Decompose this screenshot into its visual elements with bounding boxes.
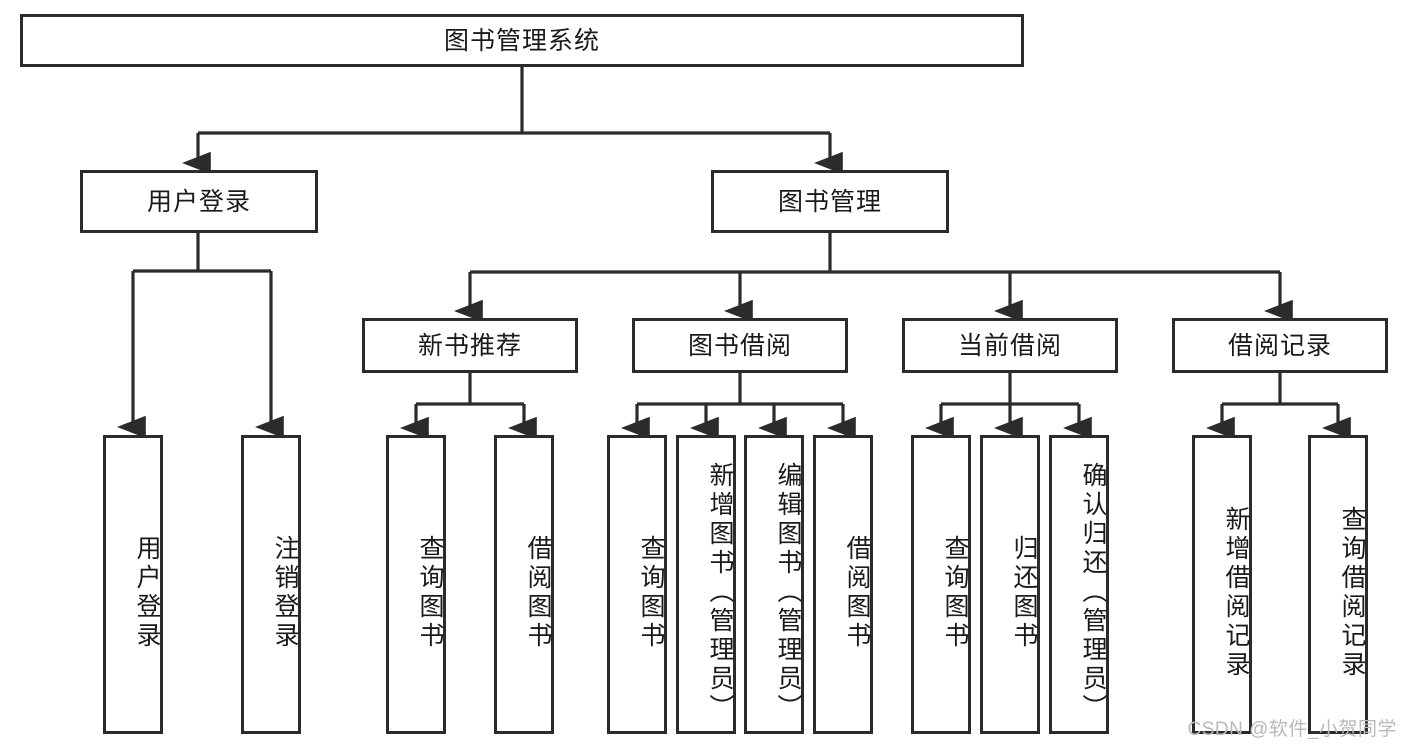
node-leaf-add-book-admin[interactable]: 新增图书（管理员） — [676, 435, 736, 734]
node-label: 查询借阅记录 — [1338, 505, 1366, 680]
node-label: 新增借阅记录 — [1222, 505, 1250, 680]
node-label: 查询图书 — [637, 534, 665, 651]
node-leaf-query-book-recommend[interactable]: 查询图书 — [386, 435, 446, 734]
node-leaf-logout[interactable]: 注销登录 — [241, 435, 301, 734]
node-label: 当前借阅 — [957, 331, 1062, 360]
node-label: 确认归还（管理员） — [1079, 462, 1107, 723]
node-leaf-edit-book-admin[interactable]: 编辑图书（管理员） — [744, 435, 804, 734]
node-book-management[interactable]: 图书管理 — [711, 170, 949, 233]
node-leaf-borrow-book-recommend[interactable]: 借阅图书 — [494, 435, 554, 734]
node-leaf-query-borrow-record[interactable]: 查询借阅记录 — [1308, 435, 1368, 734]
node-leaf-query-book-current[interactable]: 查询图书 — [911, 435, 971, 734]
node-new-book-recommendation[interactable]: 新书推荐 — [362, 318, 578, 373]
node-label: 借阅记录 — [1227, 331, 1332, 360]
node-label: 注销登录 — [271, 534, 299, 651]
node-label: 借阅图书 — [524, 534, 552, 651]
node-user-login[interactable]: 用户登录 — [80, 170, 318, 233]
node-label: 图书借阅 — [687, 331, 792, 360]
node-book-borrowing[interactable]: 图书借阅 — [632, 318, 848, 373]
node-label: 借阅图书 — [843, 534, 871, 651]
node-label: 图书管理系统 — [443, 26, 600, 55]
node-label: 新书推荐 — [417, 331, 522, 360]
node-label: 图书管理 — [777, 187, 882, 216]
node-label: 用户登录 — [133, 534, 161, 651]
node-label: 查询图书 — [941, 534, 969, 651]
node-label: 用户登录 — [146, 187, 251, 216]
node-label: 查询图书 — [416, 534, 444, 651]
node-label: 归还图书 — [1010, 534, 1038, 651]
node-root-book-management-system[interactable]: 图书管理系统 — [20, 14, 1024, 67]
node-borrowing-record[interactable]: 借阅记录 — [1172, 318, 1388, 373]
node-leaf-return-book[interactable]: 归还图书 — [980, 435, 1040, 734]
node-leaf-add-borrow-record[interactable]: 新增借阅记录 — [1192, 435, 1252, 734]
watermark: CSDN @软件_小贺同学 — [1187, 719, 1397, 740]
node-current-borrowing[interactable]: 当前借阅 — [902, 318, 1118, 373]
node-leaf-borrow-book[interactable]: 借阅图书 — [813, 435, 873, 734]
node-leaf-user-login[interactable]: 用户登录 — [103, 435, 163, 734]
node-leaf-confirm-return-admin[interactable]: 确认归还（管理员） — [1049, 435, 1109, 734]
node-label: 编辑图书（管理员） — [774, 462, 802, 723]
node-label: 新增图书（管理员） — [706, 462, 734, 723]
node-leaf-query-book-borrow[interactable]: 查询图书 — [607, 435, 667, 734]
